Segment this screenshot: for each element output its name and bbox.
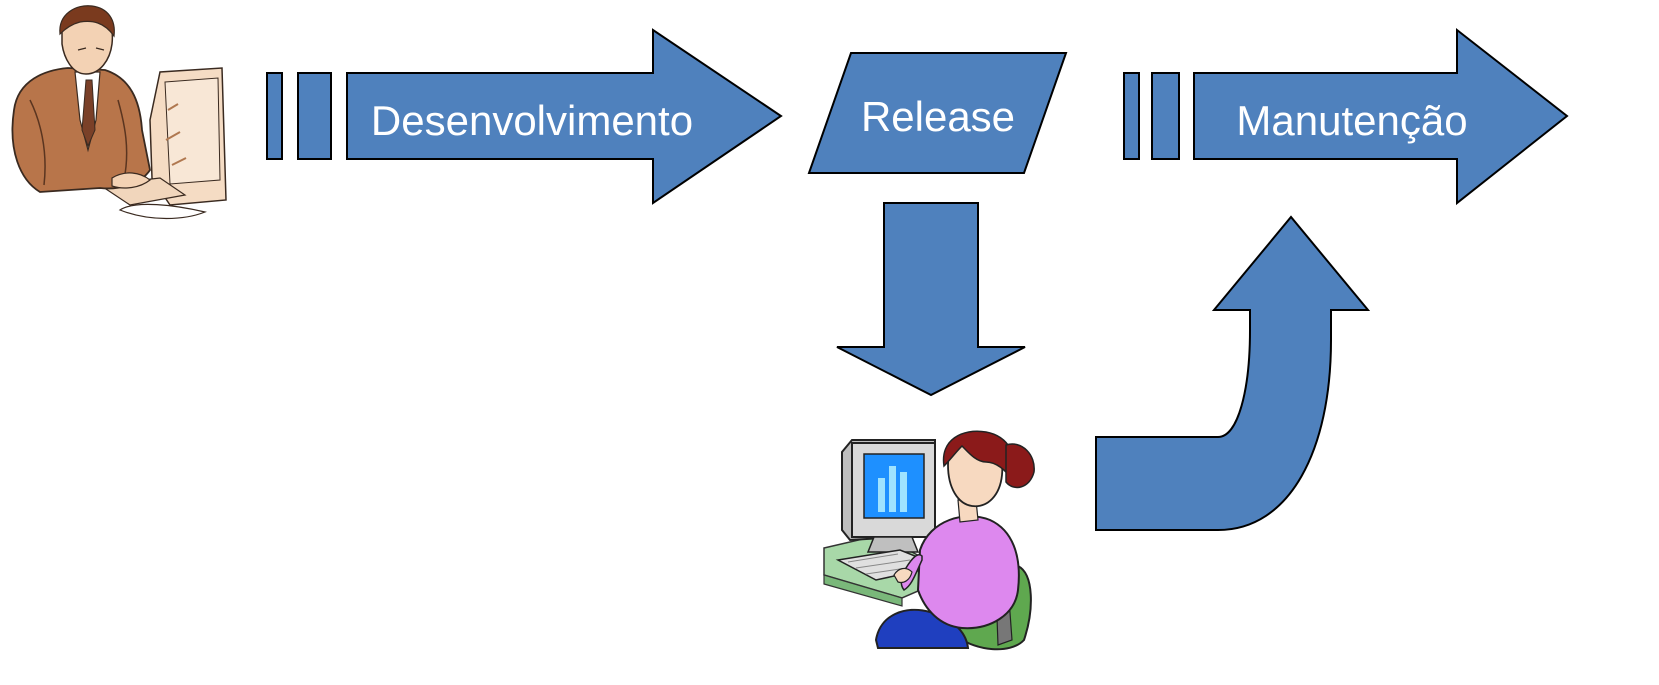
maintenance-arrow: Manutenção [1123, 27, 1569, 206]
arrow-stripe-2 [1151, 72, 1180, 160]
development-arrow: Desenvolvimento [266, 28, 783, 205]
arrow-stripe-1 [1123, 72, 1140, 160]
user-icon [823, 430, 1035, 651]
maintenance-label: Manutenção [1236, 97, 1467, 144]
bent-up-arrow [1095, 215, 1371, 531]
arrow-stripe-1 [266, 72, 283, 160]
developer-icon [11, 5, 227, 220]
release-box: Release [807, 52, 1068, 174]
arrow-body [1193, 27, 1569, 206]
release-parallelogram [807, 52, 1068, 174]
arrow-stripe-2 [297, 72, 332, 160]
down-arrow [836, 202, 1026, 397]
development-label: Desenvolvimento [371, 97, 693, 144]
arrow-body [346, 28, 783, 205]
release-label: Release [861, 93, 1015, 140]
